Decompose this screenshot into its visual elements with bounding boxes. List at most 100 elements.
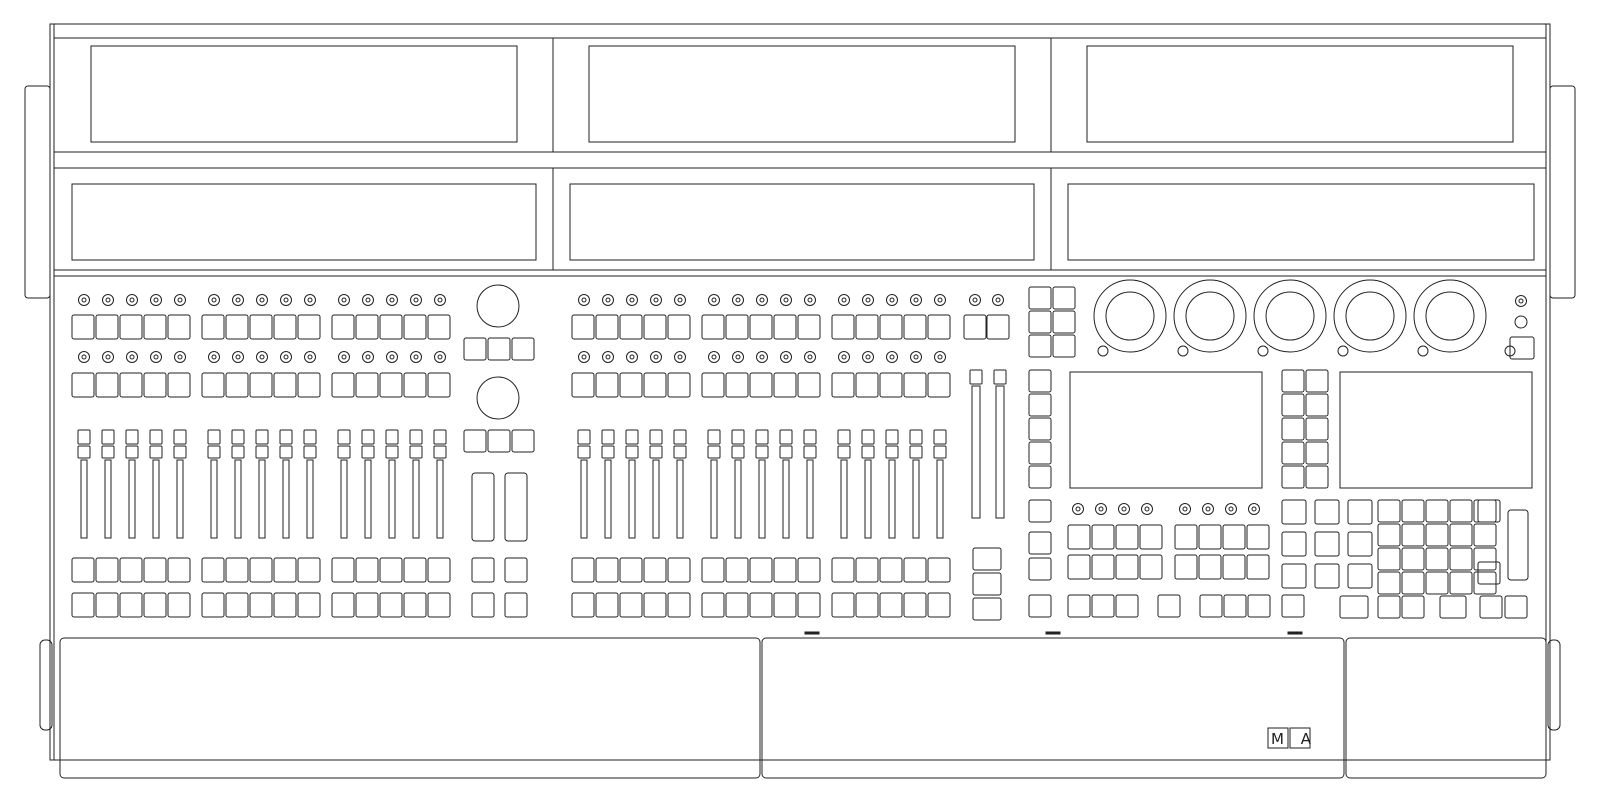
gm-knob-1[interactable] — [970, 295, 981, 306]
prog-knob-7[interactable] — [1226, 504, 1237, 515]
executor-button-top-s5-5[interactable] — [798, 315, 820, 339]
executor-knob-mid-s6-4[interactable] — [911, 352, 922, 363]
touchscreen-left[interactable] — [1070, 372, 1262, 488]
executor-button-low-s1-3[interactable] — [120, 558, 142, 582]
numpad-key-4-4[interactable] — [1450, 572, 1472, 594]
executor-button-top-s3-1[interactable] — [332, 315, 354, 339]
executor-button-bottom-s3-3[interactable] — [380, 593, 402, 617]
executor-fader-s2-1-handle[interactable] — [208, 446, 220, 458]
executor-button-low-s5-3[interactable] — [750, 558, 772, 582]
executor-button-bottom-s4-2[interactable] — [596, 593, 618, 617]
executor-knob-mid-s3-3[interactable] — [387, 352, 398, 363]
executor-button-top-s5-3[interactable] — [750, 315, 772, 339]
executor-fader-s3-2-cap[interactable] — [362, 430, 374, 444]
executor-button-bottom-s2-2[interactable] — [226, 593, 248, 617]
side-button-1[interactable] — [1029, 370, 1051, 392]
executor-button-mid-s3-4[interactable] — [404, 373, 426, 397]
executor-button-mid-s6-3[interactable] — [880, 373, 902, 397]
gm-button-2[interactable] — [987, 315, 1009, 339]
executor-button-low-s5-4[interactable] — [774, 558, 796, 582]
numpad-key-3-2[interactable] — [1402, 548, 1424, 570]
executor-fader-s5-1-cap[interactable] — [708, 430, 720, 444]
executor-button-bottom-s5-1[interactable] — [702, 593, 724, 617]
side-button-5[interactable] — [1029, 466, 1051, 488]
executor-knob-top-s4-2[interactable] — [603, 295, 614, 306]
executor-button-mid-s5-3[interactable] — [750, 373, 772, 397]
executor-button-mid-s3-1[interactable] — [332, 373, 354, 397]
view-button-1-1[interactable] — [1029, 287, 1051, 309]
executor-knob-mid-s6-1[interactable] — [839, 352, 850, 363]
executor-knob-top-s3-4[interactable] — [411, 295, 422, 306]
executor-fader-s3-3-cap[interactable] — [386, 430, 398, 444]
executor-button-mid-s5-4[interactable] — [774, 373, 796, 397]
executor-button-bottom-s1-4[interactable] — [144, 593, 166, 617]
gm-button-4[interactable] — [973, 573, 1001, 595]
numpad-key-1-1[interactable] — [1378, 500, 1400, 522]
executor-button-bottom-s1-2[interactable] — [96, 593, 118, 617]
wheel-button-b-1[interactable] — [464, 430, 486, 452]
trackball-slot[interactable] — [1508, 510, 1528, 580]
executor-button-low-s6-5[interactable] — [928, 558, 950, 582]
executor-button-top-s2-2[interactable] — [226, 315, 248, 339]
prog-button-h-1[interactable] — [1282, 595, 1304, 617]
executor-button-mid-s6-5[interactable] — [928, 373, 950, 397]
executor-button-low-s3-2[interactable] — [356, 558, 378, 582]
screen-2[interactable] — [589, 46, 1015, 142]
screen-key-2-1[interactable] — [1282, 394, 1304, 416]
screen-4[interactable] — [72, 184, 536, 260]
executor-fader-s1-1-handle[interactable] — [78, 446, 90, 458]
executor-knob-mid-s4-1[interactable] — [579, 352, 590, 363]
executor-knob-mid-s1-3[interactable] — [127, 352, 138, 363]
command-key-4[interactable] — [1282, 532, 1306, 556]
command-key-9[interactable] — [1348, 564, 1372, 588]
executor-button-mid-s3-3[interactable] — [380, 373, 402, 397]
executor-fader-s1-2-handle[interactable] — [102, 446, 114, 458]
command-key-6[interactable] — [1348, 532, 1372, 556]
executor-fader-s3-2-handle[interactable] — [362, 446, 374, 458]
screen-3[interactable] — [1087, 46, 1513, 142]
side-button-3[interactable] — [1029, 418, 1051, 440]
executor-fader-s1-4-handle[interactable] — [150, 446, 162, 458]
executor-button-bottom-s5-3[interactable] — [750, 593, 772, 617]
numpad-key-5-3[interactable] — [1440, 596, 1466, 618]
executor-knob-top-s4-1[interactable] — [579, 295, 590, 306]
executor-button-top-s2-3[interactable] — [250, 315, 272, 339]
executor-knob-mid-s3-2[interactable] — [363, 352, 374, 363]
executor-fader-s1-4-cap[interactable] — [150, 430, 162, 444]
executor-button-bottom-s3-4[interactable] — [404, 593, 426, 617]
executor-knob-mid-s3-5[interactable] — [435, 352, 446, 363]
prog-knob-6[interactable] — [1203, 504, 1214, 515]
command-key-5[interactable] — [1315, 532, 1339, 556]
prog-button-b-2[interactable] — [1199, 525, 1221, 549]
numpad-key-3-4[interactable] — [1450, 548, 1472, 570]
executor-button-low-s6-1[interactable] — [832, 558, 854, 582]
executor-knob-top-s1-5[interactable] — [175, 295, 186, 306]
executor-button-low-s3-4[interactable] — [404, 558, 426, 582]
executor-button-low-s4-2[interactable] — [596, 558, 618, 582]
executor-knob-mid-s2-5[interactable] — [305, 352, 316, 363]
numpad-key-4-5[interactable] — [1474, 572, 1496, 594]
executor-button-mid-s2-4[interactable] — [274, 373, 296, 397]
screen-key-3-1[interactable] — [1282, 418, 1304, 440]
executor-button-low-s2-3[interactable] — [250, 558, 272, 582]
executor-button-bottom-s5-4[interactable] — [774, 593, 796, 617]
numpad-key-1-3[interactable] — [1426, 500, 1448, 522]
numpad-key-4-1[interactable] — [1378, 572, 1400, 594]
executor-button-mid-s6-4[interactable] — [904, 373, 926, 397]
executor-knob-mid-s1-5[interactable] — [175, 352, 186, 363]
wheel-button-a-2[interactable] — [488, 338, 510, 360]
executor-button-bottom-s4-4[interactable] — [644, 593, 666, 617]
touchscreen-right[interactable] — [1340, 372, 1532, 488]
executor-knob-top-s6-1[interactable] — [839, 295, 850, 306]
gm-fader-2-cap[interactable] — [994, 370, 1006, 384]
executor-fader-s6-4-handle[interactable] — [910, 446, 922, 458]
executor-button-mid-s5-2[interactable] — [726, 373, 748, 397]
encoder-5[interactable] — [1426, 292, 1474, 340]
executor-fader-s6-1-handle[interactable] — [838, 446, 850, 458]
screen-key-1-2[interactable] — [1306, 370, 1328, 392]
executor-button-top-s1-1[interactable] — [72, 315, 94, 339]
prog-button-g-1[interactable] — [1200, 595, 1222, 617]
encoder-4[interactable] — [1346, 292, 1394, 340]
executor-knob-top-s2-4[interactable] — [281, 295, 292, 306]
numpad-key-2-5[interactable] — [1474, 524, 1496, 546]
